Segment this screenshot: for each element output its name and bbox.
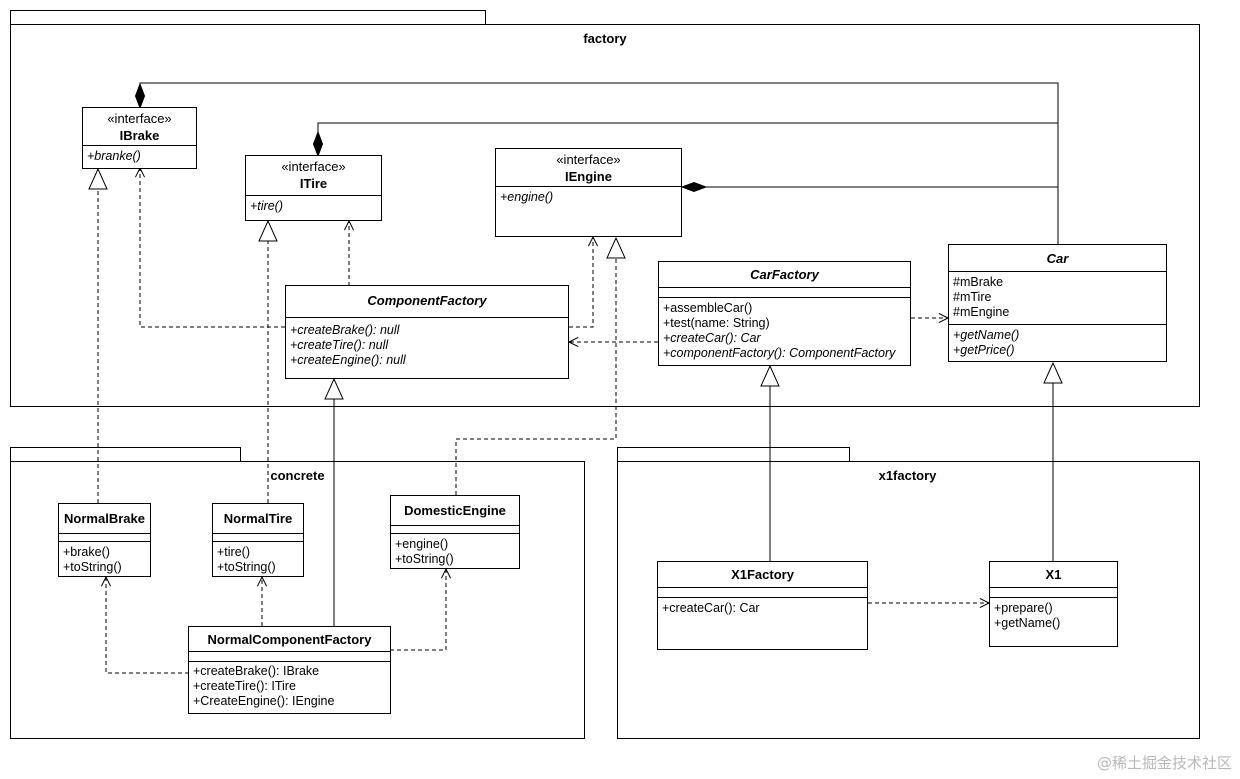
class-x1[interactable]: X1 +prepare() +getName() [989,561,1118,647]
normalbrake-operation: +toString() [63,560,122,574]
x1-attributes-compartment [990,588,1117,598]
x1-name: X1 [1045,567,1062,582]
normaltire-operation: +toString() [217,560,276,574]
package-concrete-title: concrete [270,468,325,483]
normalcomponentfactory-name: NormalComponentFactory [207,632,372,647]
normaltire-operation: +tire() [217,545,250,559]
ibrake-name: IBrake [119,128,160,143]
car-attribute: #mEngine [953,305,1010,319]
normalbrake-attributes-compartment [59,534,150,542]
normalcomponentfactory-operation: +createTire(): ITire [193,679,296,693]
class-carfactory[interactable]: CarFactory +assembleCar() +test(name: St… [658,261,911,366]
ibrake-stereotype: «interface» [107,111,172,126]
normalcomponentfactory-operation: +createBrake(): IBrake [193,664,320,678]
itire-stereotype: «interface» [281,159,346,174]
normaltire-attributes-compartment [213,534,303,542]
class-x1factory[interactable]: X1Factory +createCar(): Car [657,561,868,650]
carfactory-operation: +assembleCar() [663,301,753,315]
car-name: Car [1046,251,1069,266]
class-itire[interactable]: «interface» ITire +tire() [245,155,382,221]
class-normaltire[interactable]: NormalTire +tire() +toString() [212,503,304,577]
normaltire-name: NormalTire [223,511,293,526]
domesticengine-operation: +engine() [395,537,449,551]
componentfactory-operation: +createEngine(): null [290,353,406,367]
package-x1factory-title: x1factory [878,468,937,483]
watermark: @稀土掘金技术社区 [1096,754,1232,772]
class-iengine[interactable]: «interface» IEngine +engine() [495,148,682,237]
carfactory-attributes-compartment [659,288,910,298]
carfactory-name: CarFactory [750,267,819,282]
class-normalbrake[interactable]: NormalBrake +brake() +toString() [58,503,151,577]
componentfactory-name: ComponentFactory [367,293,487,308]
domesticengine-attributes-compartment [391,526,519,534]
iengine-operation: +engine() [500,190,554,204]
carfactory-operation: +componentFactory(): ComponentFactory [663,346,896,360]
itire-operation: +tire() [250,199,283,213]
domesticengine-operation: +toString() [395,552,454,566]
normalbrake-name: NormalBrake [64,511,145,526]
carfactory-operation: +createCar(): Car [663,331,761,345]
x1-operation: +prepare() [994,601,1053,615]
class-car[interactable]: Car #mBrake #mTire #mEngine +getName() +… [948,244,1167,362]
package-factory-title: factory [583,31,627,46]
car-operation: +getPrice() [953,343,1015,357]
x1factory-name: X1Factory [731,567,794,582]
car-operation: +getName() [953,328,1020,342]
car-attribute: #mBrake [953,275,1004,289]
class-ibrake[interactable]: «interface» IBrake +branke() [82,107,197,169]
class-componentfactory[interactable]: ComponentFactory +createBrake(): null +c… [285,285,569,379]
itire-name: ITire [299,176,328,191]
componentfactory-operation: +createTire(): null [290,338,389,352]
normalcomponentfactory-attributes-compartment [189,652,390,662]
normalcomponentfactory-operation: +CreateEngine(): IEngine [193,694,335,708]
class-normalcomponentfactory[interactable]: NormalComponentFactory +createBrake(): I… [188,626,391,714]
x1factory-operation: +createCar(): Car [662,601,760,615]
car-attribute: #mTire [953,290,992,304]
iengine-stereotype: «interface» [556,152,621,167]
carfactory-operation: +test(name: String) [663,316,770,330]
domesticengine-name: DomesticEngine [404,503,506,518]
class-domesticengine[interactable]: DomesticEngine +engine() +toString() [390,495,520,569]
x1-operation: +getName() [994,616,1061,630]
iengine-name: IEngine [565,169,612,184]
componentfactory-operation: +createBrake(): null [290,323,400,337]
normalbrake-operation: +brake() [63,545,110,559]
x1factory-attributes-compartment [658,588,867,598]
ibrake-operation: +branke() [87,149,141,163]
